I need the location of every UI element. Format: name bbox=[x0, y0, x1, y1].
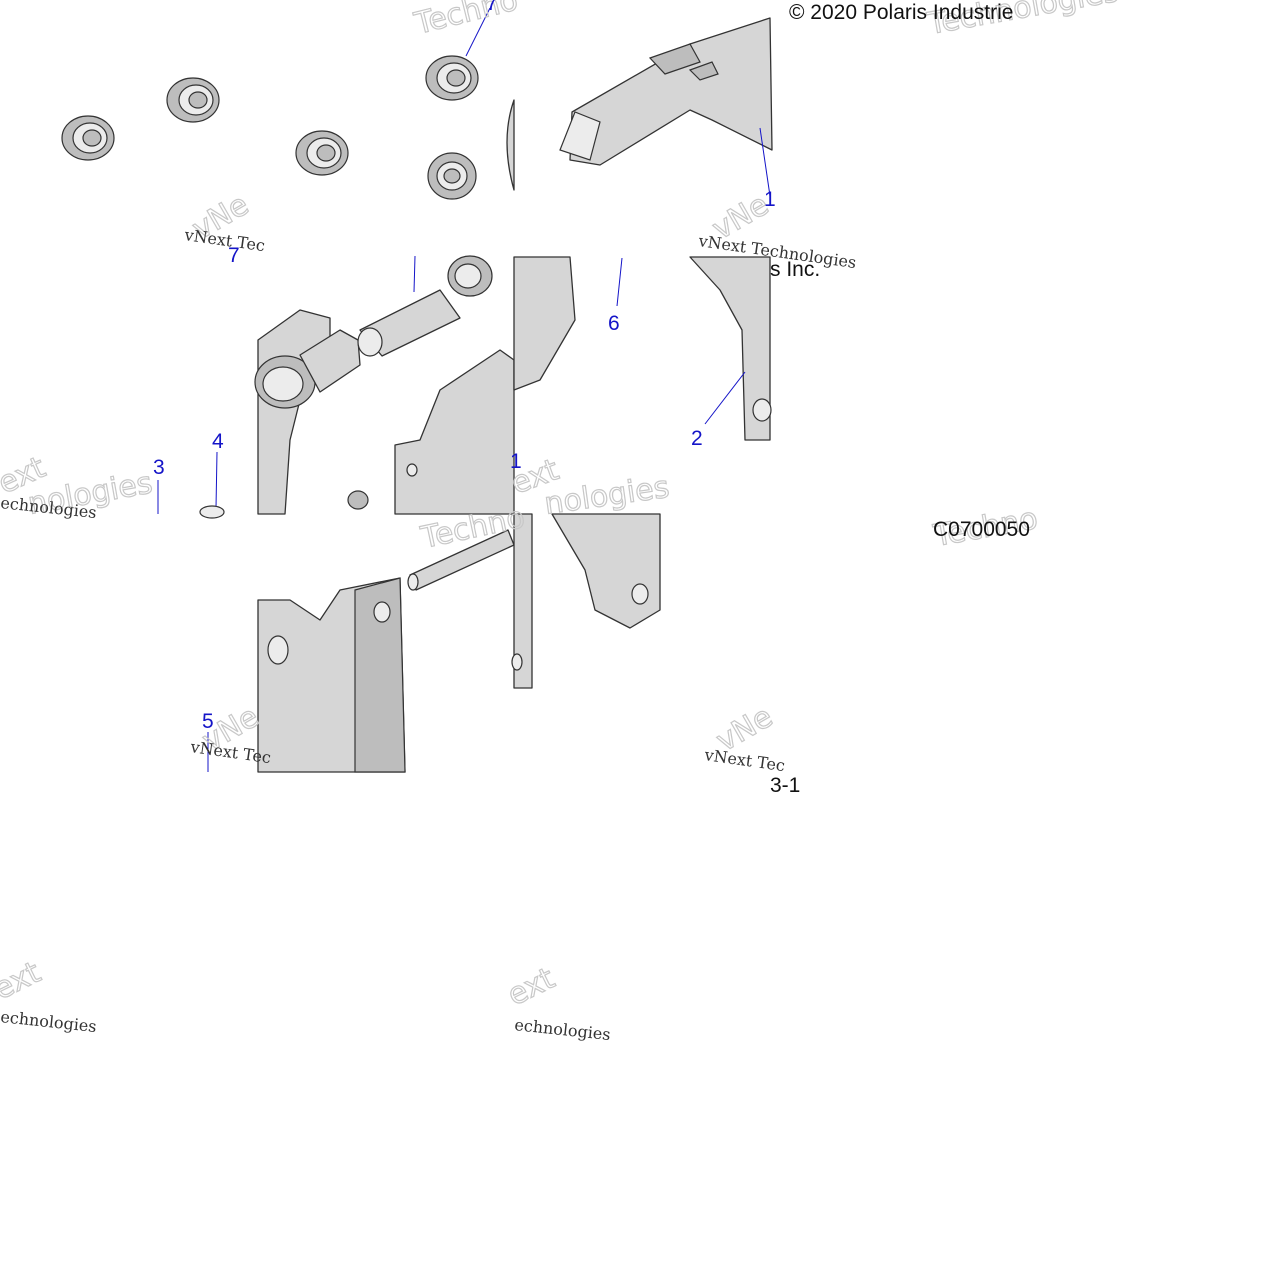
leader-line-4 bbox=[215, 451, 218, 509]
flange-bushing-3 bbox=[295, 130, 349, 176]
callout-5: 5 bbox=[202, 710, 214, 733]
bracket-foot bbox=[511, 513, 661, 689]
watermark-ext-4: ext bbox=[502, 961, 560, 1013]
leader-line-tube bbox=[413, 255, 416, 293]
pedal-arm bbox=[254, 309, 361, 515]
leader-line-pedal bbox=[759, 127, 771, 197]
bracket-edge-top bbox=[506, 99, 515, 191]
mount-bracket-right bbox=[513, 256, 772, 441]
callout-4: 4 bbox=[212, 430, 224, 453]
callout-1-mid: 1 bbox=[510, 450, 522, 473]
flange-bushing-4 bbox=[425, 55, 479, 101]
watermark-chno-3: echnologies bbox=[514, 1015, 612, 1044]
watermark-ext-3: ext bbox=[0, 955, 46, 1007]
copyright-tail: s Inc. bbox=[770, 258, 820, 281]
watermark-chno-2: echnologies bbox=[0, 1007, 98, 1036]
flange-bushing-5 bbox=[427, 152, 477, 200]
callout-2: 2 bbox=[691, 427, 703, 450]
leader-line-7-top bbox=[465, 7, 491, 57]
washer-4 bbox=[199, 505, 225, 519]
callout-1-top: 1 bbox=[764, 188, 776, 211]
callout-3: 3 bbox=[153, 456, 165, 479]
callout-7-top: 7 bbox=[486, 0, 498, 15]
footrest-pedal bbox=[559, 17, 773, 166]
drawing-code: C0700050 bbox=[933, 518, 1030, 541]
flange-bushing-6 bbox=[447, 255, 493, 297]
bracket-mid bbox=[347, 349, 515, 515]
watermark-vnext-1: vNext Tec bbox=[182, 225, 266, 255]
copyright-text: © 2020 Polaris Industrie bbox=[789, 1, 1013, 24]
leader-line-6 bbox=[616, 257, 623, 307]
flange-bushing-1 bbox=[61, 115, 115, 161]
bracket-plate-lower bbox=[257, 577, 406, 773]
watermark-vnext-4: vNext Tec bbox=[702, 745, 786, 775]
watermark-technologies-1: Techno bbox=[410, 0, 521, 42]
callout-7-left: 7 bbox=[228, 244, 240, 267]
pivot-tube bbox=[357, 289, 461, 357]
flange-bushing-2 bbox=[166, 77, 220, 123]
callout-6: 6 bbox=[608, 312, 620, 335]
fragment-label: 3-1 bbox=[770, 774, 800, 797]
leader-line-2 bbox=[704, 371, 746, 425]
